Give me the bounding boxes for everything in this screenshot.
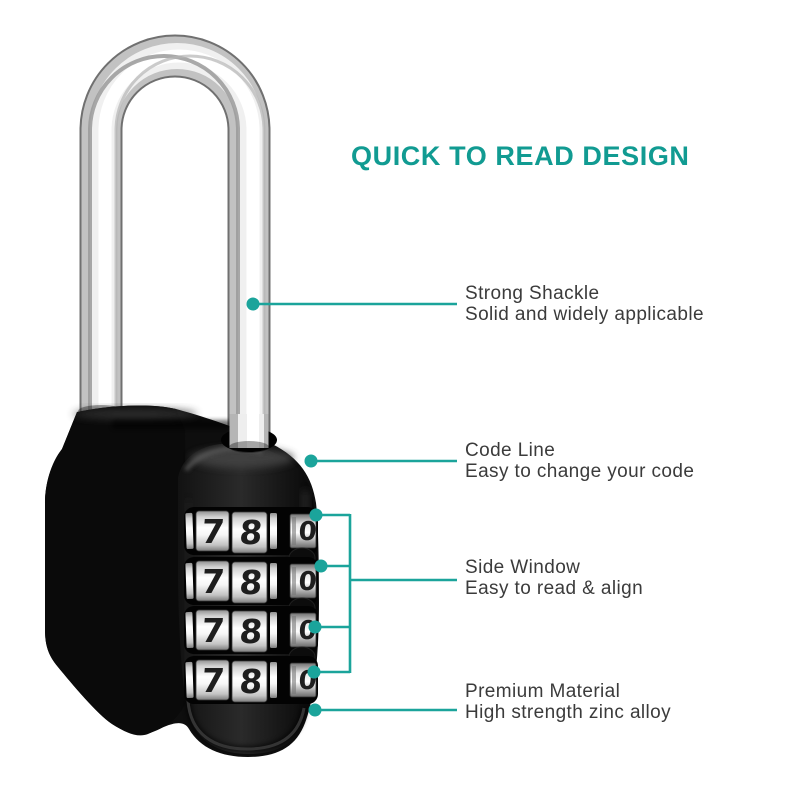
annotation-premium-material: Premium Material High strength zinc allo… <box>465 681 671 723</box>
annotation-heading: Strong Shackle <box>465 283 600 304</box>
lock-shackle <box>79 34 271 452</box>
shackle-right-leg-in-slot <box>229 414 269 453</box>
callout-dot <box>314 559 328 573</box>
lock-body-front-face <box>45 405 187 735</box>
annotation-description: Easy to read & align <box>465 578 644 599</box>
dial-row: 7 8 0 <box>184 656 318 704</box>
side-window-digit: 0 <box>297 567 317 597</box>
dial-row: 7 8 0 <box>184 507 318 569</box>
callout-dot <box>308 620 322 634</box>
page-title: QUICK TO READ DESIGN <box>351 141 690 171</box>
top-face-groove <box>112 420 232 429</box>
annotation-heading: Code Line <box>465 440 556 461</box>
annotation-description: High strength zinc alloy <box>465 702 672 723</box>
callout-lines <box>246 297 457 717</box>
dial-digit: 8 <box>238 612 264 651</box>
top-face-sheen <box>73 408 197 420</box>
annotation-heading: Premium Material <box>465 681 621 702</box>
annotation-heading: Side Window <box>465 557 581 578</box>
column-bottom-lip <box>186 699 306 751</box>
callout-dot <box>308 703 322 717</box>
dial-row: 7 8 0 <box>184 606 318 668</box>
dial-digit: 7 <box>200 661 226 700</box>
dial-digit: 8 <box>238 662 264 701</box>
annotation-strong-shackle: Strong Shackle Solid and widely applicab… <box>465 283 704 325</box>
annotation-side-window: Side Window Easy to read & align <box>465 557 643 599</box>
annotation-description: Solid and widely applicable <box>465 304 704 325</box>
dial-digit: 8 <box>238 563 264 602</box>
dial-digit: 7 <box>200 562 226 601</box>
annotation-code-line: Code Line Easy to change your code <box>465 440 694 482</box>
side-window-digit: 0 <box>297 517 317 547</box>
dial-digit: 8 <box>238 513 264 552</box>
dial-rows: 7 8 0 7 8 0 <box>184 507 318 704</box>
callout-dot <box>309 508 323 522</box>
annotation-description: Easy to change your code <box>465 461 695 482</box>
callout-dot <box>246 297 260 311</box>
dial-digit: 7 <box>200 512 226 551</box>
dial-digit: 7 <box>200 611 226 650</box>
callout-dot <box>307 665 321 679</box>
callout-dot <box>304 454 318 468</box>
